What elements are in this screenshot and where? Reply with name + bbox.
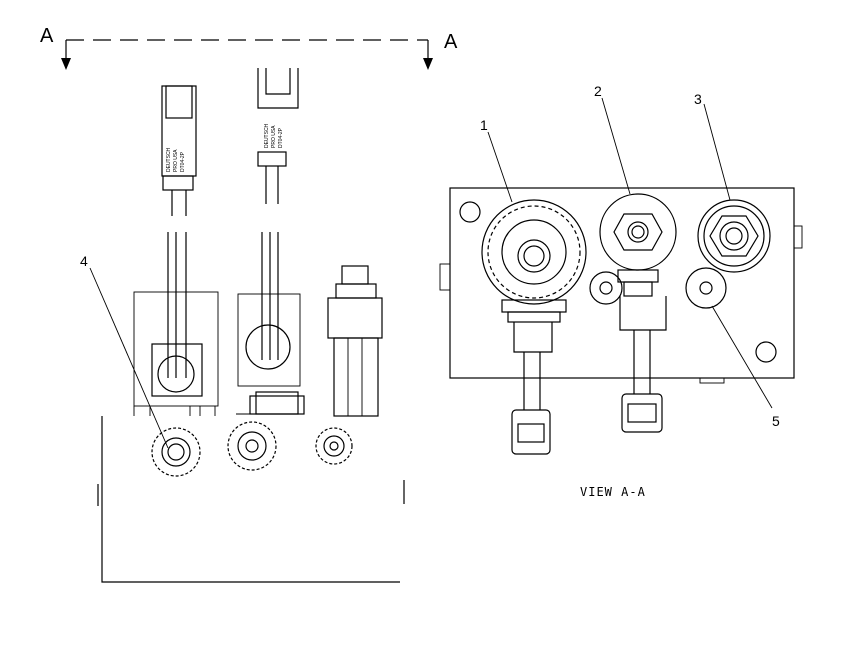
connector-text-right-2: PRO USA xyxy=(271,125,277,148)
connector-text-left-2: PRO USA xyxy=(173,149,179,172)
left-valve-assembly xyxy=(97,232,405,583)
view-label: VIEW A-A xyxy=(580,485,646,499)
callout-1: 1 xyxy=(480,117,488,133)
callout-5: 5 xyxy=(772,413,780,429)
callout-4: 4 xyxy=(80,253,88,269)
section-marker-left: A xyxy=(40,25,54,47)
section-marker-right: A xyxy=(444,31,458,53)
connector-text-right-1: DEUTSCH xyxy=(264,123,270,148)
callout-3: 3 xyxy=(694,91,702,107)
section-arrow-left-icon xyxy=(61,58,71,70)
left-connector-detail: DEUTSCH PRO USA DT04-2P xyxy=(161,85,197,216)
callout-2: 2 xyxy=(594,83,602,99)
connector-text-left-1: DEUTSCH xyxy=(166,147,172,172)
section-line: A A xyxy=(40,25,458,70)
callout-leaders xyxy=(89,97,773,449)
view-a-a-block xyxy=(439,187,803,455)
connector-text-left-3: DT04-2P xyxy=(180,151,186,172)
right-connector-detail: DEUTSCH PRO USA DT04-2P xyxy=(257,68,299,204)
connector-text-right-3: DT04-2P xyxy=(278,127,284,148)
section-arrow-right-icon xyxy=(423,58,433,70)
